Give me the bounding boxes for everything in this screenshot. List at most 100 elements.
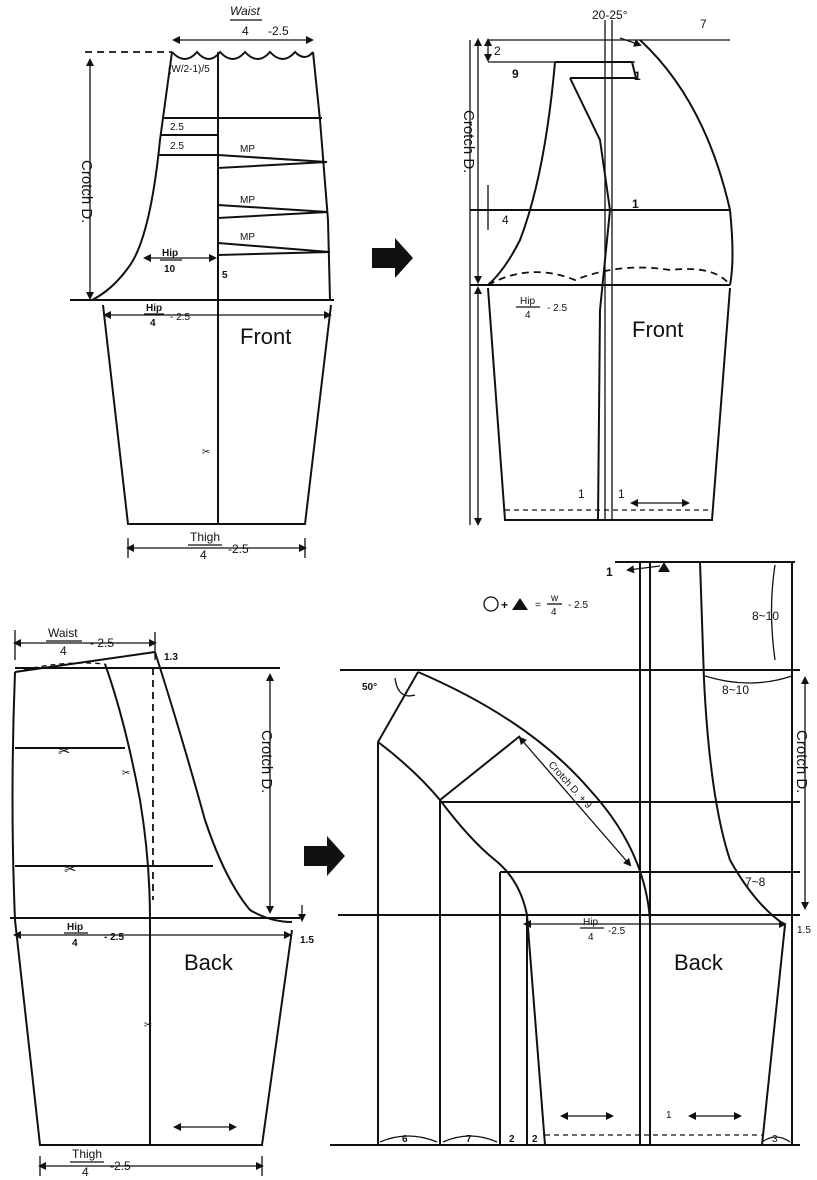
back-crotch-curve bbox=[154, 651, 293, 923]
transform-arrow-icon bbox=[304, 836, 345, 876]
back-leg-outline bbox=[11, 671, 293, 1146]
circle-symbol bbox=[483, 596, 499, 612]
back-leg-inner-right bbox=[761, 924, 786, 1146]
one-five-label-adj: 1.5 bbox=[797, 925, 811, 936]
back-original-panel: ✂ ✂ ✂ ✂ Waist 4 - 2.5 1.3 Crotch D. Hip … bbox=[10, 626, 314, 1179]
scissors-icon: ✂ bbox=[64, 861, 77, 878]
slash-wedge-3 bbox=[217, 241, 331, 257]
front-waist-label: Waist bbox=[230, 4, 260, 18]
seg-label-2: 2.5 bbox=[170, 141, 184, 152]
back-adjusted-panel: + = w 4 - 2.5 1 8~10 bbox=[330, 561, 811, 1146]
back-panel-label: Back bbox=[184, 950, 234, 975]
two-b-label: 2 bbox=[532, 1134, 538, 1145]
back-waist-denom: 4 bbox=[60, 644, 67, 658]
back-upper-curve bbox=[417, 671, 651, 921]
six-label: 6 bbox=[402, 1134, 408, 1145]
two-label: 2 bbox=[494, 44, 501, 58]
one-b-label: 1 bbox=[618, 487, 625, 501]
two-a-label: 2 bbox=[509, 1134, 515, 1145]
back-center-line bbox=[104, 663, 151, 1145]
one-three-label: 1.3 bbox=[164, 652, 178, 663]
hip10-num: Hip bbox=[162, 248, 178, 259]
angle-label: 20-25° bbox=[592, 8, 628, 22]
back-crotch-curve-adj bbox=[699, 561, 786, 926]
one-top-label: 1 bbox=[634, 69, 641, 83]
one-top-label: 1 bbox=[606, 565, 613, 579]
back-crotch-label: Crotch D. bbox=[258, 730, 275, 793]
scissors-icon: ✂ bbox=[202, 447, 210, 458]
eight-ten-bracket-b bbox=[704, 675, 793, 684]
front-crotch-curve-adj bbox=[487, 61, 556, 286]
hip4-minus: - 2.5 bbox=[170, 312, 190, 323]
crotch-depth-label: Crotch D. bbox=[78, 160, 95, 223]
scissors-icon: ✂ bbox=[122, 768, 130, 779]
back-hip-den-adj: 4 bbox=[588, 932, 594, 943]
back-crotch-label-adj: Crotch D. bbox=[793, 730, 810, 793]
slash-wedge-2 bbox=[217, 203, 329, 220]
seven-label: 7 bbox=[466, 1134, 472, 1145]
back-hip-num-adj: Hip bbox=[583, 917, 598, 928]
one-arrow bbox=[626, 565, 661, 574]
formula-num: w bbox=[550, 593, 559, 604]
angle-arc bbox=[394, 677, 416, 697]
seven-bracket bbox=[442, 1135, 498, 1143]
back-leg-inner-left bbox=[526, 914, 546, 1146]
front-waist-denom: 4 bbox=[242, 24, 249, 38]
plus-sign: + bbox=[501, 598, 508, 612]
rotated-center-line bbox=[569, 77, 612, 521]
eight-ten-label-a: 8~10 bbox=[752, 609, 779, 623]
front-adjusted-panel: 20-25° 7 2 9 1 1 4 Crotch D. Hip 4 - 2.5… bbox=[460, 8, 734, 526]
back-thigh-label: Thigh bbox=[72, 1147, 102, 1161]
crotch-depth-label-adj: Crotch D. bbox=[460, 110, 477, 173]
front-waist-minus: -2.5 bbox=[268, 24, 289, 38]
back-dart-line bbox=[439, 735, 521, 801]
formula-eq: = bbox=[535, 600, 541, 611]
waist-band-line bbox=[555, 61, 638, 79]
seg-label-1: 2.5 bbox=[170, 122, 184, 133]
back-hip-den: 4 bbox=[72, 938, 78, 949]
waist-scallop bbox=[171, 50, 314, 60]
one-mid-label: 1 bbox=[632, 197, 639, 211]
hip10-den: 10 bbox=[164, 264, 176, 275]
back-panel-label-adj: Back bbox=[674, 950, 724, 975]
scissors-icon: ✂ bbox=[144, 1020, 152, 1031]
one-label: 1 bbox=[666, 1110, 672, 1121]
front-leg-outline bbox=[102, 304, 332, 525]
mp-label-1: MP bbox=[240, 144, 255, 155]
hip-num-adj: Hip bbox=[520, 296, 535, 307]
mp-label-3: MP bbox=[240, 232, 255, 243]
front-panel-label-adj: Front bbox=[632, 317, 683, 342]
mp-label-2: MP bbox=[240, 195, 255, 206]
transform-arrow-icon bbox=[372, 238, 413, 278]
one-five-label: 1.5 bbox=[300, 935, 314, 946]
crotch-diag-dimension bbox=[518, 736, 632, 867]
nine-label: 9 bbox=[512, 67, 519, 81]
triangle-symbol bbox=[512, 598, 528, 610]
back-hip-minus: - 2.5 bbox=[104, 932, 124, 943]
formula-den: 4 bbox=[551, 607, 557, 618]
waist-formula: (W/2-1)/5 bbox=[168, 64, 210, 75]
back-waist-dashed bbox=[14, 662, 106, 673]
thigh-label: Thigh bbox=[190, 530, 220, 544]
eight-ten-label-b: 8~10 bbox=[722, 683, 749, 697]
hip4-num: Hip bbox=[146, 303, 162, 314]
back-hip-minus-adj: -2.5 bbox=[608, 926, 626, 937]
front-crotch-curve bbox=[91, 51, 173, 301]
scissors-icon: ✂ bbox=[58, 743, 71, 760]
back-hip-num: Hip bbox=[67, 922, 83, 933]
thigh-denom: 4 bbox=[200, 548, 207, 562]
three-bracket bbox=[761, 1136, 791, 1143]
eight-ten-bracket-a bbox=[770, 564, 776, 661]
four-label: 4 bbox=[502, 213, 509, 227]
hip4-den: 4 bbox=[150, 318, 156, 329]
crotch-dashed-curve bbox=[487, 266, 731, 286]
one-a-label: 1 bbox=[578, 487, 585, 501]
front-side-seam-upper bbox=[312, 51, 331, 301]
back-rise-curve bbox=[377, 741, 528, 1145]
hip-den-adj: 4 bbox=[525, 310, 531, 321]
hip-minus-adj: - 2.5 bbox=[547, 303, 567, 314]
seven-eight-label: 7~8 bbox=[745, 875, 766, 889]
back-thigh-denom: 4 bbox=[82, 1165, 89, 1179]
three-label: 3 bbox=[772, 1134, 778, 1145]
